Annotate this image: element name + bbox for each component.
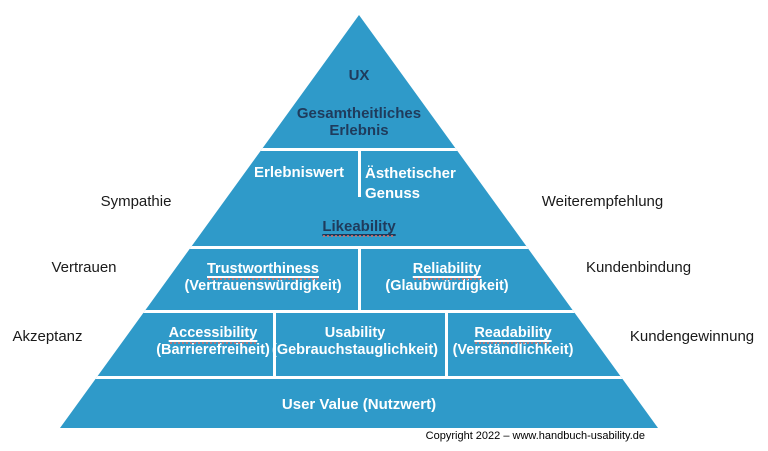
divider-erlebniswert-aesthetischer xyxy=(358,151,361,197)
sub-vertrauenswuerdigkeit: (Vertrauenswürdigkeit) xyxy=(184,278,342,294)
side-label-vertrauen: Vertrauen xyxy=(51,259,117,276)
term-trustworthiness: Trustworthiness xyxy=(207,261,319,280)
divider-trustworthiness-reliability xyxy=(358,249,361,310)
pyramid-label-gesamtheitliches-erlebnis: Gesamtheitliches Erlebnis xyxy=(296,105,422,139)
term-usability: Usability xyxy=(324,325,386,341)
side-label-akzeptanz: Akzeptanz xyxy=(12,328,83,345)
pyramid-label-ux: UX xyxy=(348,67,370,84)
divider-accessibility-usability xyxy=(273,313,276,376)
sub-verstaendlichkeit: (Verständlichkeit) xyxy=(452,342,574,358)
copyright-text: Copyright 2022 – www.handbuch-usability.… xyxy=(425,430,645,442)
side-label-sympathie: Sympathie xyxy=(100,193,172,210)
side-label-weiterempfehlung: Weiterempfehlung xyxy=(541,193,664,210)
term-reliability: Reliability xyxy=(412,261,482,280)
divider-band1-band2 xyxy=(60,148,658,151)
divider-band2-band3 xyxy=(60,246,658,249)
pyramid-cell-usability: Usability (Gebrauchstauglichkeit) xyxy=(255,325,455,359)
pyramid: UX Gesamtheitliches Erlebnis Erlebniswer… xyxy=(60,15,658,428)
divider-band4-band5 xyxy=(60,376,658,379)
sub-glaubwuerdigkeit: (Glaubwürdigkeit) xyxy=(385,278,509,294)
term-readability: Readability xyxy=(474,325,552,344)
side-label-kundengewinnung: Kundengewinnung xyxy=(629,328,755,345)
sub-gebrauchstauglichkeit: (Gebrauchstauglichkeit) xyxy=(272,342,438,358)
pyramid-cell-erlebniswert: Erlebniswert xyxy=(253,164,345,181)
pyramid-cell-readability: Readability (Verständlichkeit) xyxy=(418,325,608,359)
pyramid-cell-trustworthiness: Trustworthiness (Vertrauenswürdigkeit) xyxy=(163,261,363,295)
pyramid-label-likeability: Likeability xyxy=(60,218,658,237)
divider-usability-readability xyxy=(445,313,448,376)
pyramid-cell-accessibility: Accessibility (Barrierefreiheit) xyxy=(118,325,308,359)
divider-band3-band4 xyxy=(60,310,658,313)
pyramid-label-user-value: User Value (Nutzwert) xyxy=(281,396,437,413)
term-accessibility: Accessibility xyxy=(168,325,258,344)
side-label-kundenbindung: Kundenbindung xyxy=(585,259,692,276)
pyramid-cell-aesthetischer-genuss: Ästhetischer Genuss xyxy=(365,165,456,202)
pyramid-cell-reliability: Reliability (Glaubwürdigkeit) xyxy=(347,261,547,295)
sub-barrierefreiheit: (Barrierefreiheit) xyxy=(156,342,270,358)
term-likeability: Likeability xyxy=(322,218,396,237)
